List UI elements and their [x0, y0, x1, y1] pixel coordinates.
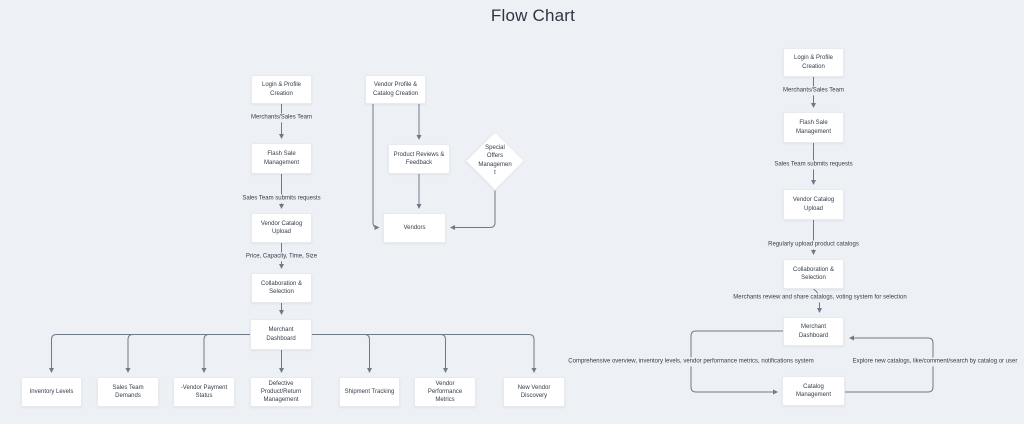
node-left-collaboration-selection: Collaboration & Selection: [251, 273, 312, 303]
node-right-flash-sale-management: Flash Sale Management: [783, 112, 844, 143]
edge-left-dashboard-vendor-payment: [201, 334, 250, 373]
edge-label-right-explore-new-catalogs: Explore new catalogs, like/comment/searc…: [849, 357, 1021, 367]
node-left-vendor-performance-metrics: Vendor Performance Metrics: [414, 377, 476, 407]
node-mid-vendors: Vendors: [383, 213, 446, 243]
node-mid-vendor-profile-catalog-creation: Vendor Profile & Catalog Creation: [365, 75, 426, 104]
edge-mid-offers-vendors: [450, 189, 496, 230]
edge-label-right-sales-team-submits-requests: Sales Team submits requests: [771, 160, 856, 170]
node-right-collaboration-selection: Collaboration & Selection: [783, 259, 844, 289]
node-left-sales-team-demands: Sales Team Demands: [97, 377, 159, 407]
page-title: Flow Chart: [490, 6, 576, 25]
edge-label-right-regularly-upload-product-catalogs: Regularly upload product catalogs: [765, 240, 862, 250]
edge-left-dashboard-shipment: [312, 334, 372, 373]
edge-label-left-merchants-sales-team: Merchants/Sales Team: [248, 113, 315, 123]
node-right-catalog-management: Catalog Management: [782, 376, 845, 406]
node-mid-product-reviews-feedback: Product Reviews & Feedback: [388, 144, 450, 174]
node-left-inventory-levels: Inventory Levels: [21, 377, 82, 407]
edge-label-left-price-capacity-time-size: Price, Capacity, Time, Size: [242, 252, 321, 262]
edge-label-right-merchants-review-share: Merchants review and share catalogs, vot…: [730, 293, 910, 303]
edge-label-right-merchants-sales-team: Merchants/Sales Team: [780, 86, 847, 96]
node-left-new-vendor-discovery: New Vendor Discovery: [503, 377, 565, 407]
node-left-vendor-catalog-upload: Vendor Catalog Upload: [251, 213, 312, 243]
edge-left-dashboard-sales-demands: [125, 334, 250, 373]
edge-left-dashboard-vendor-perf: [312, 334, 448, 373]
node-left-flash-sale-management: Flash Sale Management: [251, 143, 312, 174]
edge-mid-profile-vendors: [372, 104, 380, 230]
node-right-login-profile-creation: Login & Profile Creation: [783, 48, 844, 77]
node-left-login-profile-creation: Login & Profile Creation: [251, 75, 312, 104]
edge-label-left-sales-team-submits-requests: Sales Team submits requests: [239, 194, 324, 204]
node-right-vendor-catalog-upload: Vendor Catalog Upload: [783, 189, 844, 220]
node-left-vendor-payment-status: -Vendor Payment Status: [173, 377, 235, 407]
edge-left-dashboard-inventory: [49, 334, 250, 373]
node-right-merchant-dashboard: Merchant Dashboard: [783, 317, 844, 346]
node-left-merchant-dashboard: Merchant Dashboard: [250, 319, 312, 350]
edge-label-right-comprehensive-overview: Comprehensive overview, inventory levels…: [565, 357, 817, 367]
node-left-shipment-tracking: Shipment Tracking: [339, 377, 400, 407]
node-mid-special-offers-management-label: Special Offers Managemen t: [478, 145, 512, 176]
edge-left-dashboard-new-vendor: [312, 334, 537, 373]
node-left-defective-product-return: Defective Product/Return Management: [250, 377, 312, 407]
